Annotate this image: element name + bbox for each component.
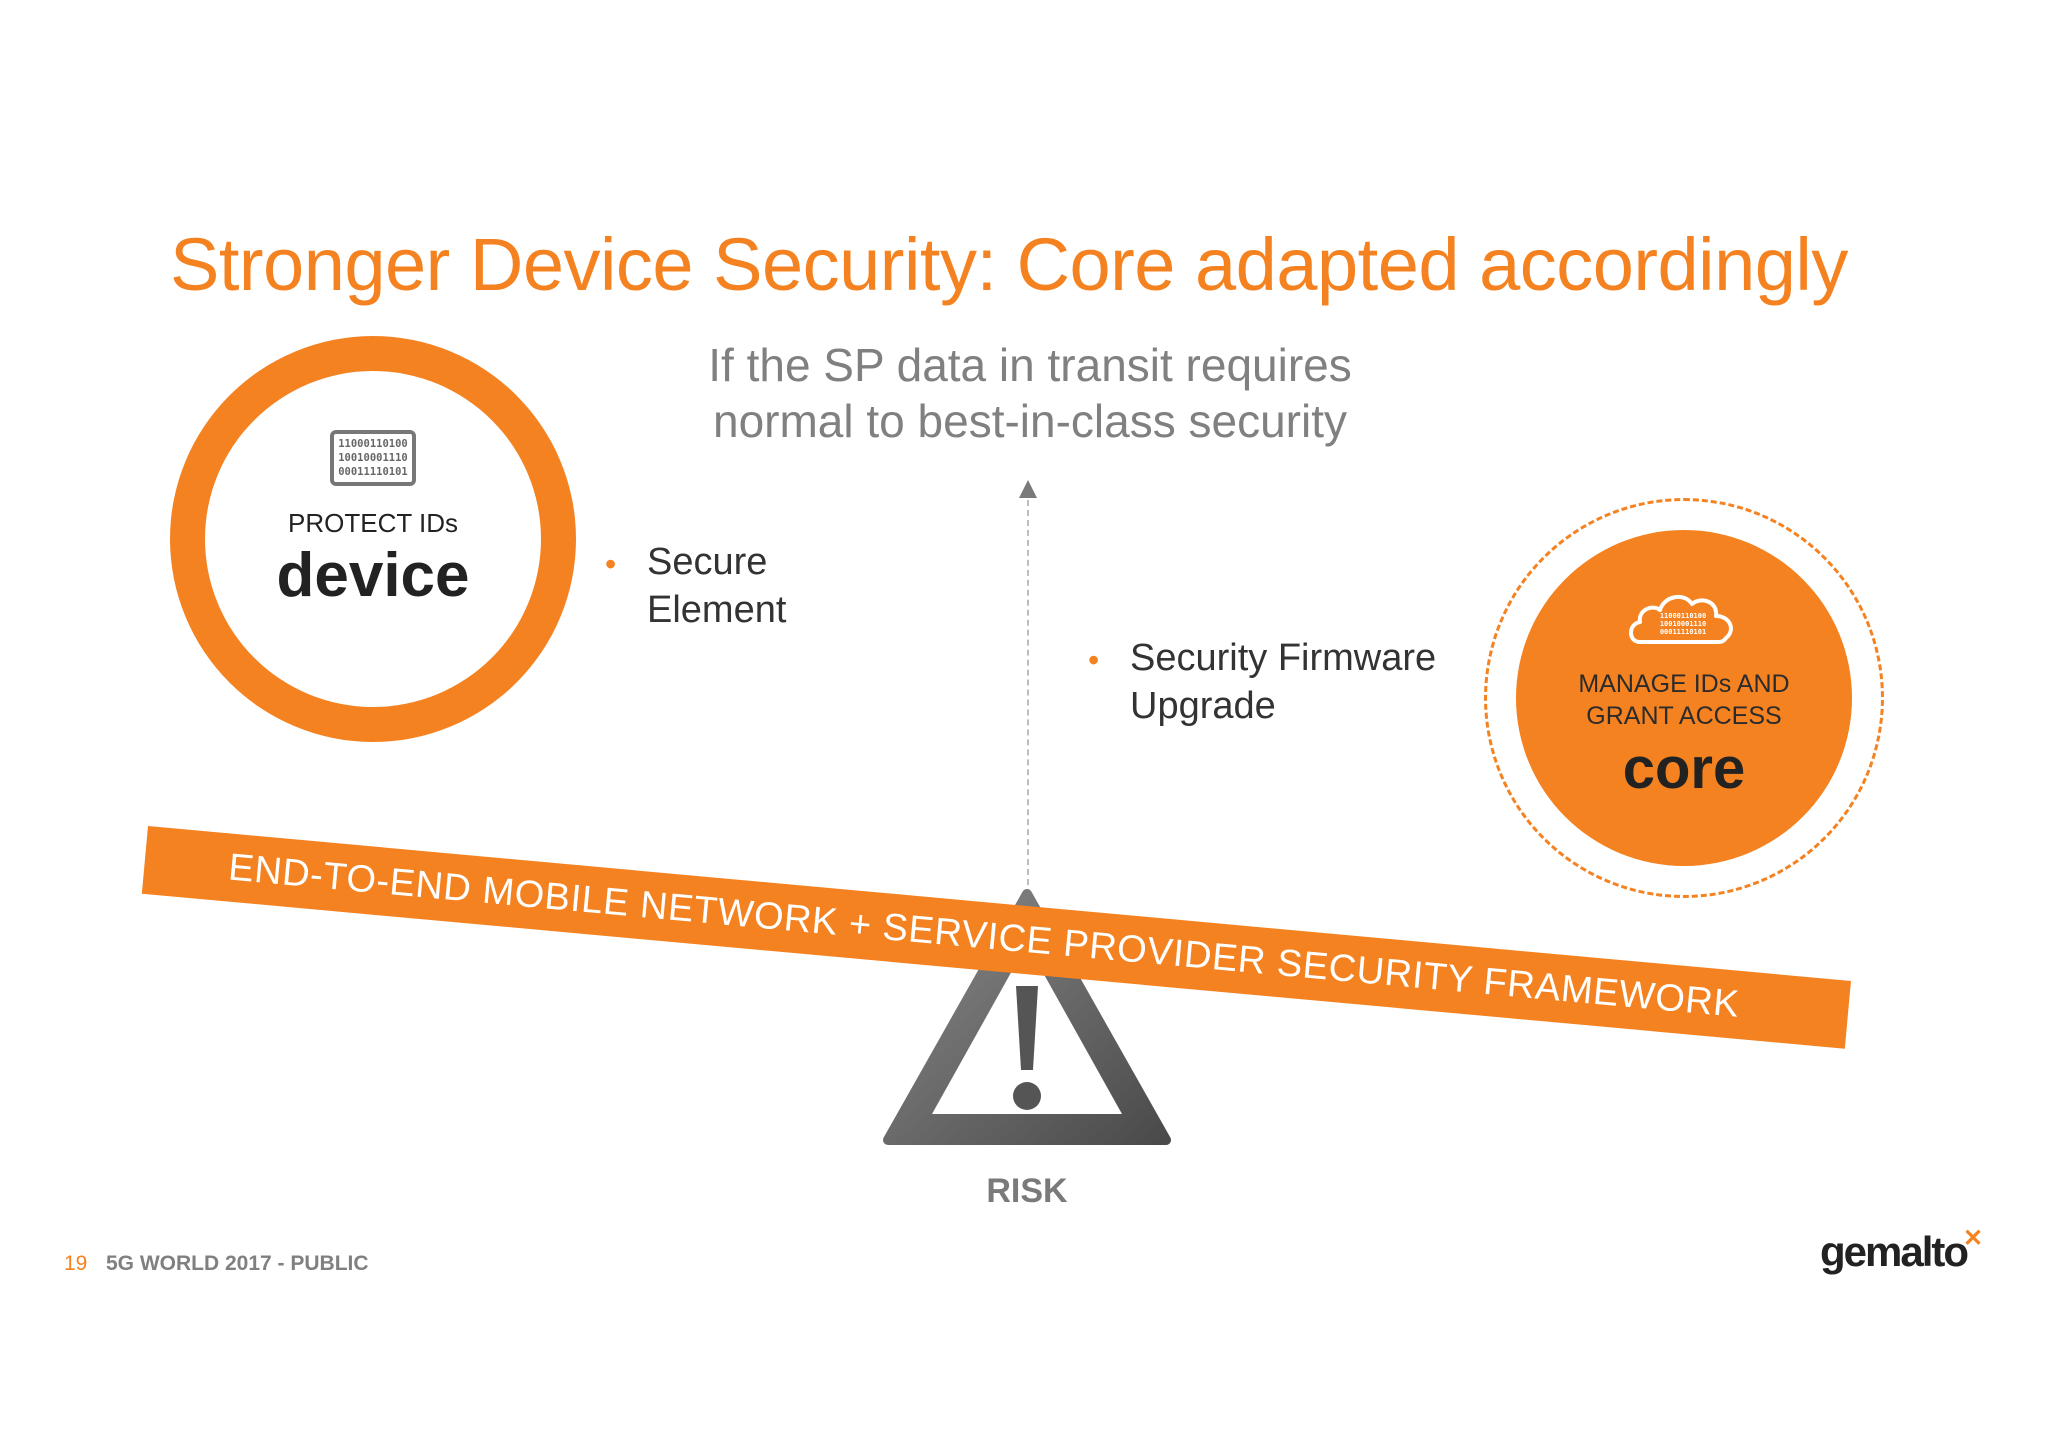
core-caption-line: MANAGE IDs AND	[1578, 670, 1790, 698]
risk-label: RISK	[986, 1172, 1068, 1210]
chip-bits-line: 00011110101	[338, 466, 408, 478]
cloud-bits-line: 00011110101	[1660, 628, 1706, 636]
bullet-line: Upgrade	[1130, 685, 1276, 727]
bullet-line: Security Firmware	[1130, 637, 1437, 679]
chip-bits-line: 11000110100	[338, 438, 408, 450]
up-arrow-line	[1027, 500, 1029, 895]
footer-text: 5G WORLD 2017 - PUBLIC	[106, 1252, 369, 1275]
logo-star-icon: ✕	[1963, 1225, 1984, 1252]
slide-title: Stronger Device Security: Core adapted a…	[170, 223, 1848, 306]
bullet-dot-icon: •	[1088, 642, 1100, 678]
subtitle-line-1: If the SP data in transit requires	[708, 339, 1352, 391]
warning-triangle-icon	[883, 889, 1171, 1145]
core-caption-line: GRANT ACCESS	[1586, 702, 1782, 730]
bullet-dot-icon: •	[605, 546, 617, 582]
device-label: device	[276, 541, 470, 610]
bullet-secure-element: • Secure Element	[605, 538, 787, 634]
binary-chip-icon: 11000110100 10010001110 00011110101	[330, 430, 416, 486]
core-dashed-ring	[1484, 498, 1884, 898]
bullet-security-firmware-upgrade: • Security Firmware Upgrade	[1088, 634, 1437, 730]
bullet-line: Element	[647, 589, 787, 631]
cloud-icon: 11000110100 10010001110 00011110101	[1629, 594, 1733, 644]
cloud-bits-line: 10010001110	[1660, 620, 1706, 628]
subtitle-line-2: normal to best-in-class security	[713, 395, 1347, 447]
gemalto-logo: gemalto	[1820, 1228, 1969, 1275]
page-number: 19	[64, 1252, 88, 1275]
device-circle-inner	[205, 371, 541, 707]
subtitle: If the SP data in transit requires norma…	[680, 337, 1380, 449]
core-label: core	[1622, 736, 1746, 801]
chip-bits-line: 10010001110	[338, 452, 408, 464]
core-caption: MANAGE IDs AND GRANT ACCESS	[1516, 668, 1852, 732]
core-circle	[1516, 530, 1852, 866]
up-arrow-icon	[1019, 480, 1037, 498]
device-caption: PROTECT IDs	[288, 508, 458, 538]
cloud-bits-line: 11000110100	[1660, 612, 1706, 620]
bullet-line: Secure	[647, 541, 768, 583]
